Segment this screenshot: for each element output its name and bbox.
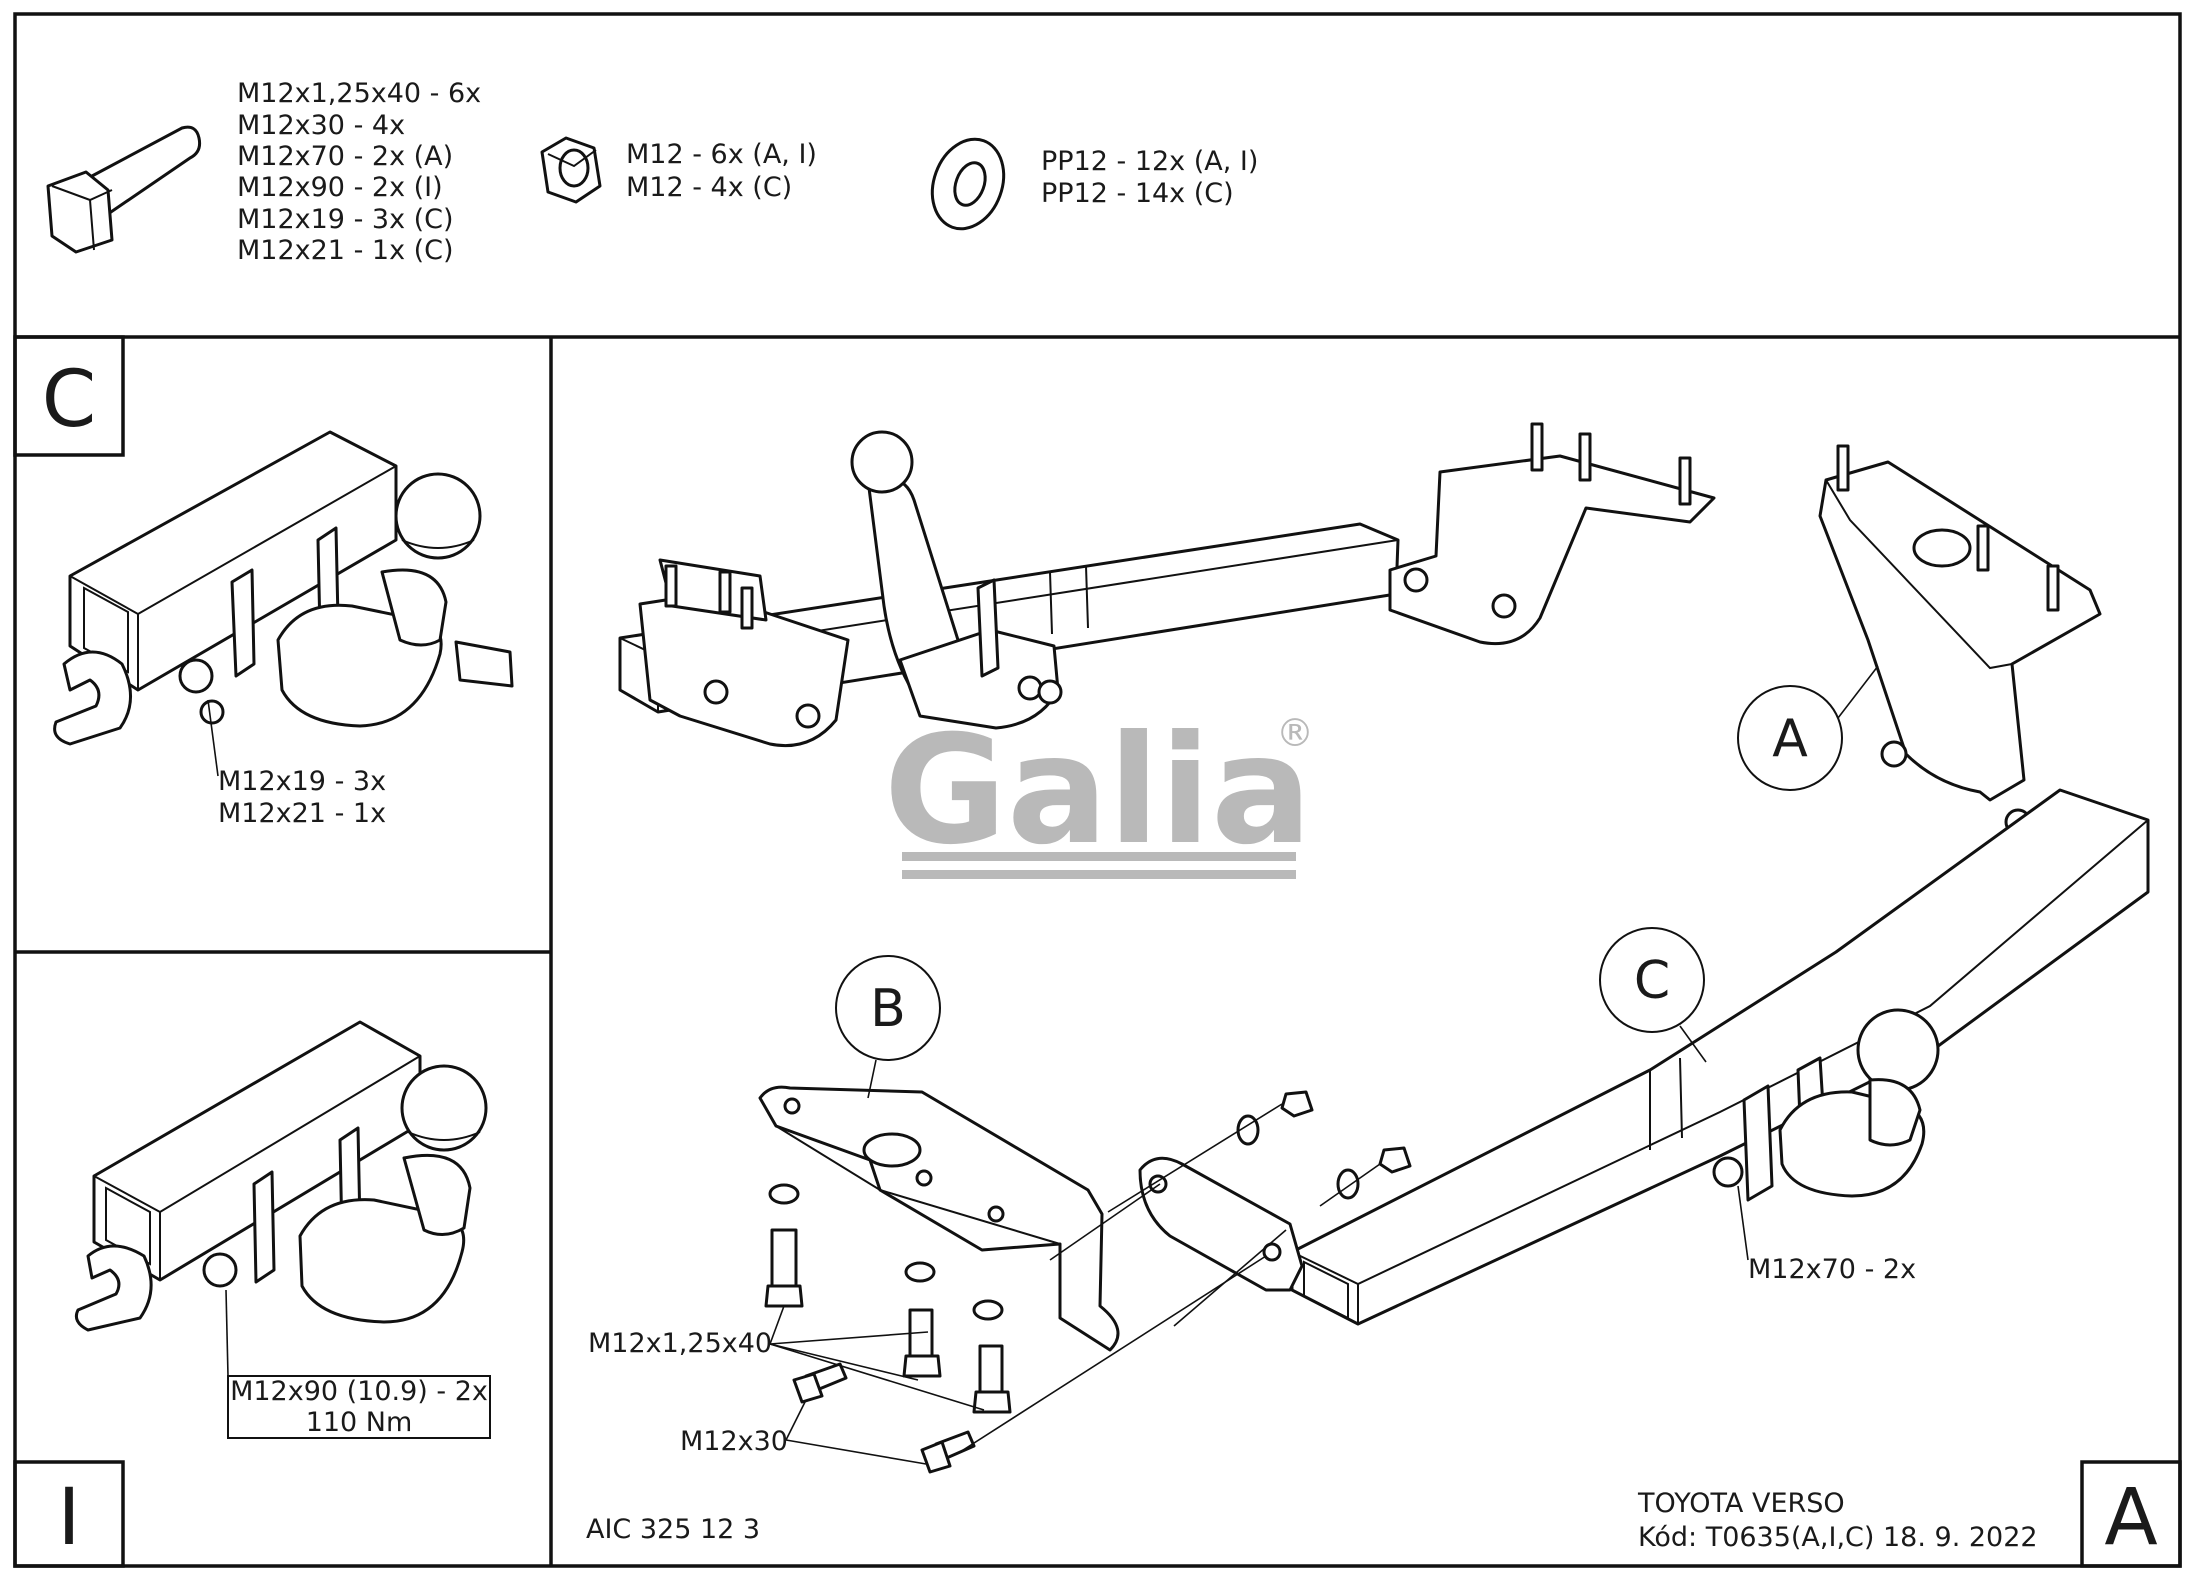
torque-box-line: 110 Nm	[306, 1407, 413, 1438]
callout-c: C	[1599, 927, 1707, 1063]
watermark-mark: ®	[1276, 711, 1314, 755]
washer-icon	[904, 1261, 936, 1283]
callout-b: B	[835, 955, 941, 1099]
washer-list: PP12 - 12x (A, I) PP12 - 14x (C)	[1041, 146, 1258, 209]
code-line: Kód: T0635(A,I,C) 18. 9. 2022	[1638, 1522, 2038, 1553]
main-panel: A Galia ®	[586, 422, 2182, 1568]
tow-ball	[850, 430, 914, 494]
washer-icon	[1336, 1168, 1360, 1200]
callout-b-label: B	[870, 979, 906, 1039]
label-m12x70: M12x70 - 2x	[1748, 1254, 1916, 1285]
nut-line: M12 - 4x (C)	[626, 172, 792, 203]
washer-icon	[1236, 1114, 1260, 1146]
bracket-a	[1818, 444, 2102, 836]
bolt-icon	[908, 1308, 934, 1362]
washer-icon	[972, 1299, 1004, 1321]
torque-box	[227, 1375, 491, 1439]
hex-nut-icon	[540, 136, 602, 204]
bolt-line: M12x90 - 2x (I)	[237, 172, 443, 203]
panel-c-letter: C	[42, 355, 96, 445]
washer-icon	[768, 1183, 800, 1205]
washer-line: PP12 - 12x (A, I)	[1041, 146, 1258, 177]
hex-bolt-icon	[46, 125, 202, 254]
panel-i-letter: I	[57, 1473, 80, 1563]
tow-ball	[400, 1064, 488, 1152]
main-letter: A	[2104, 1473, 2157, 1563]
hitch-detail-c	[53, 430, 514, 746]
watermark-text: Galia	[884, 704, 1312, 878]
assembled-towbar	[618, 422, 1716, 748]
stud	[1530, 422, 1692, 506]
parts-list: M12x1,25x40 - 6x M12x30 - 4x M12x70 - 2x…	[46, 78, 1258, 266]
leader-line	[1737, 1185, 1749, 1261]
panel-c-label: M12x19 - 3x	[218, 766, 386, 797]
bolt-line: M12x19 - 3x (C)	[237, 204, 454, 235]
drawing-frame	[13, 12, 2182, 1568]
panel-c-label: M12x21 - 1x	[218, 798, 386, 829]
washer-icon	[930, 137, 1006, 231]
panel-c-letter-box	[13, 335, 125, 457]
nut-line: M12 - 6x (A, I)	[626, 139, 817, 170]
callout-a-label: A	[1772, 709, 1808, 769]
bolt-head	[178, 658, 214, 694]
bolt-icon	[978, 1344, 1004, 1398]
bolt-icon	[770, 1228, 798, 1292]
bolt-hole	[199, 699, 225, 725]
nut-icon	[1378, 1146, 1412, 1174]
side-plate	[1138, 1156, 1304, 1292]
stud	[664, 564, 754, 630]
label-m12x125x40: M12x1,25x40	[588, 1328, 772, 1359]
bolt-line: M12x21 - 1x (C)	[237, 235, 454, 266]
drawing-code: AIC 325 12 3	[586, 1514, 760, 1545]
main-letter-box	[2080, 1460, 2182, 1568]
bolt-line: M12x70 - 2x (A)	[237, 141, 453, 172]
loose-fasteners	[764, 1090, 1412, 1474]
leaders-m12x125x40	[769, 1305, 985, 1411]
bolt-line: M12x1,25x40 - 6x	[237, 78, 481, 109]
tow-ball	[394, 472, 482, 560]
tow-ball	[1856, 1008, 1940, 1092]
callout-a: A	[1737, 665, 1879, 791]
stud	[1836, 444, 2060, 612]
vehicle-name: TOYOTA VERSO	[1637, 1488, 1845, 1519]
assembly-lines	[959, 1103, 1381, 1453]
callout-c-label: C	[1634, 951, 1670, 1011]
washer-line: PP12 - 14x (C)	[1041, 178, 1234, 209]
nut-icon	[1280, 1090, 1314, 1118]
torque-box-line: M12x90 (10.9) - 2x	[230, 1376, 488, 1407]
leaders-m12x30	[785, 1399, 927, 1465]
hitch-detail-i	[74, 1020, 488, 1332]
label-m12x30: M12x30	[680, 1426, 788, 1457]
leader-line	[225, 1289, 229, 1377]
bracket-b	[758, 1085, 1120, 1352]
crossbar-c	[1290, 788, 2150, 1326]
panel-i-letter-box	[13, 1460, 125, 1568]
leader-line	[207, 699, 219, 777]
bolt-list: M12x1,25x40 - 6x M12x30 - 4x M12x70 - 2x…	[237, 78, 481, 266]
bolt-line: M12x30 - 4x	[237, 110, 405, 141]
nut-list: M12 - 6x (A, I) M12 - 4x (C)	[626, 139, 817, 203]
bolt-head	[202, 1252, 238, 1288]
panel-i: I M12x90 (10.9) - 2x 110 Nm	[13, 1020, 491, 1568]
galia-watermark: Galia ®	[884, 704, 1314, 879]
panel-c: C M12x19 - 3x M12x21 - 1x	[13, 335, 514, 829]
